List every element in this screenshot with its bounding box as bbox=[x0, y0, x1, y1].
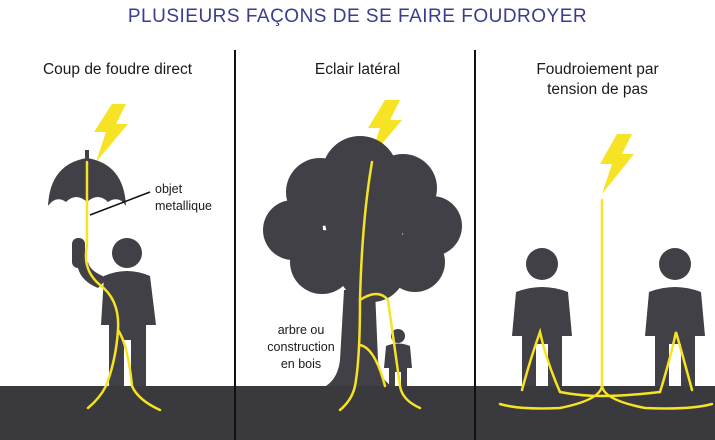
lightning-current-2 bbox=[338, 160, 422, 412]
panel-1-label: Coup de foudre direct bbox=[42, 61, 193, 78]
annotation-text-2c: en bois bbox=[280, 357, 322, 371]
panel-3-label-line2: tension de pas bbox=[547, 81, 648, 98]
annotation-text-1a: objet bbox=[155, 182, 183, 196]
annotation-pointer-1 bbox=[89, 191, 151, 216]
person-icon-3b bbox=[645, 248, 705, 386]
lightning-bolt-icon-3 bbox=[600, 134, 634, 194]
lightning-current-1 bbox=[84, 160, 162, 412]
annotation-text-2a: arbre ou bbox=[277, 323, 325, 337]
diagram-title: PLUSIEURS FAÇONS DE SE FAIRE FOUDROYER bbox=[127, 6, 588, 27]
person-icon-3a bbox=[512, 248, 572, 386]
lightning-current-3 bbox=[498, 198, 714, 410]
annotation-text-2b: construction bbox=[267, 340, 335, 354]
panel-3-label-line1: Foudroiement par bbox=[536, 61, 659, 78]
panel-2-label: Eclair latéral bbox=[314, 61, 401, 78]
lightning-bolt-icon-1 bbox=[94, 104, 128, 162]
annotation-text-1b: metallique bbox=[155, 199, 212, 213]
